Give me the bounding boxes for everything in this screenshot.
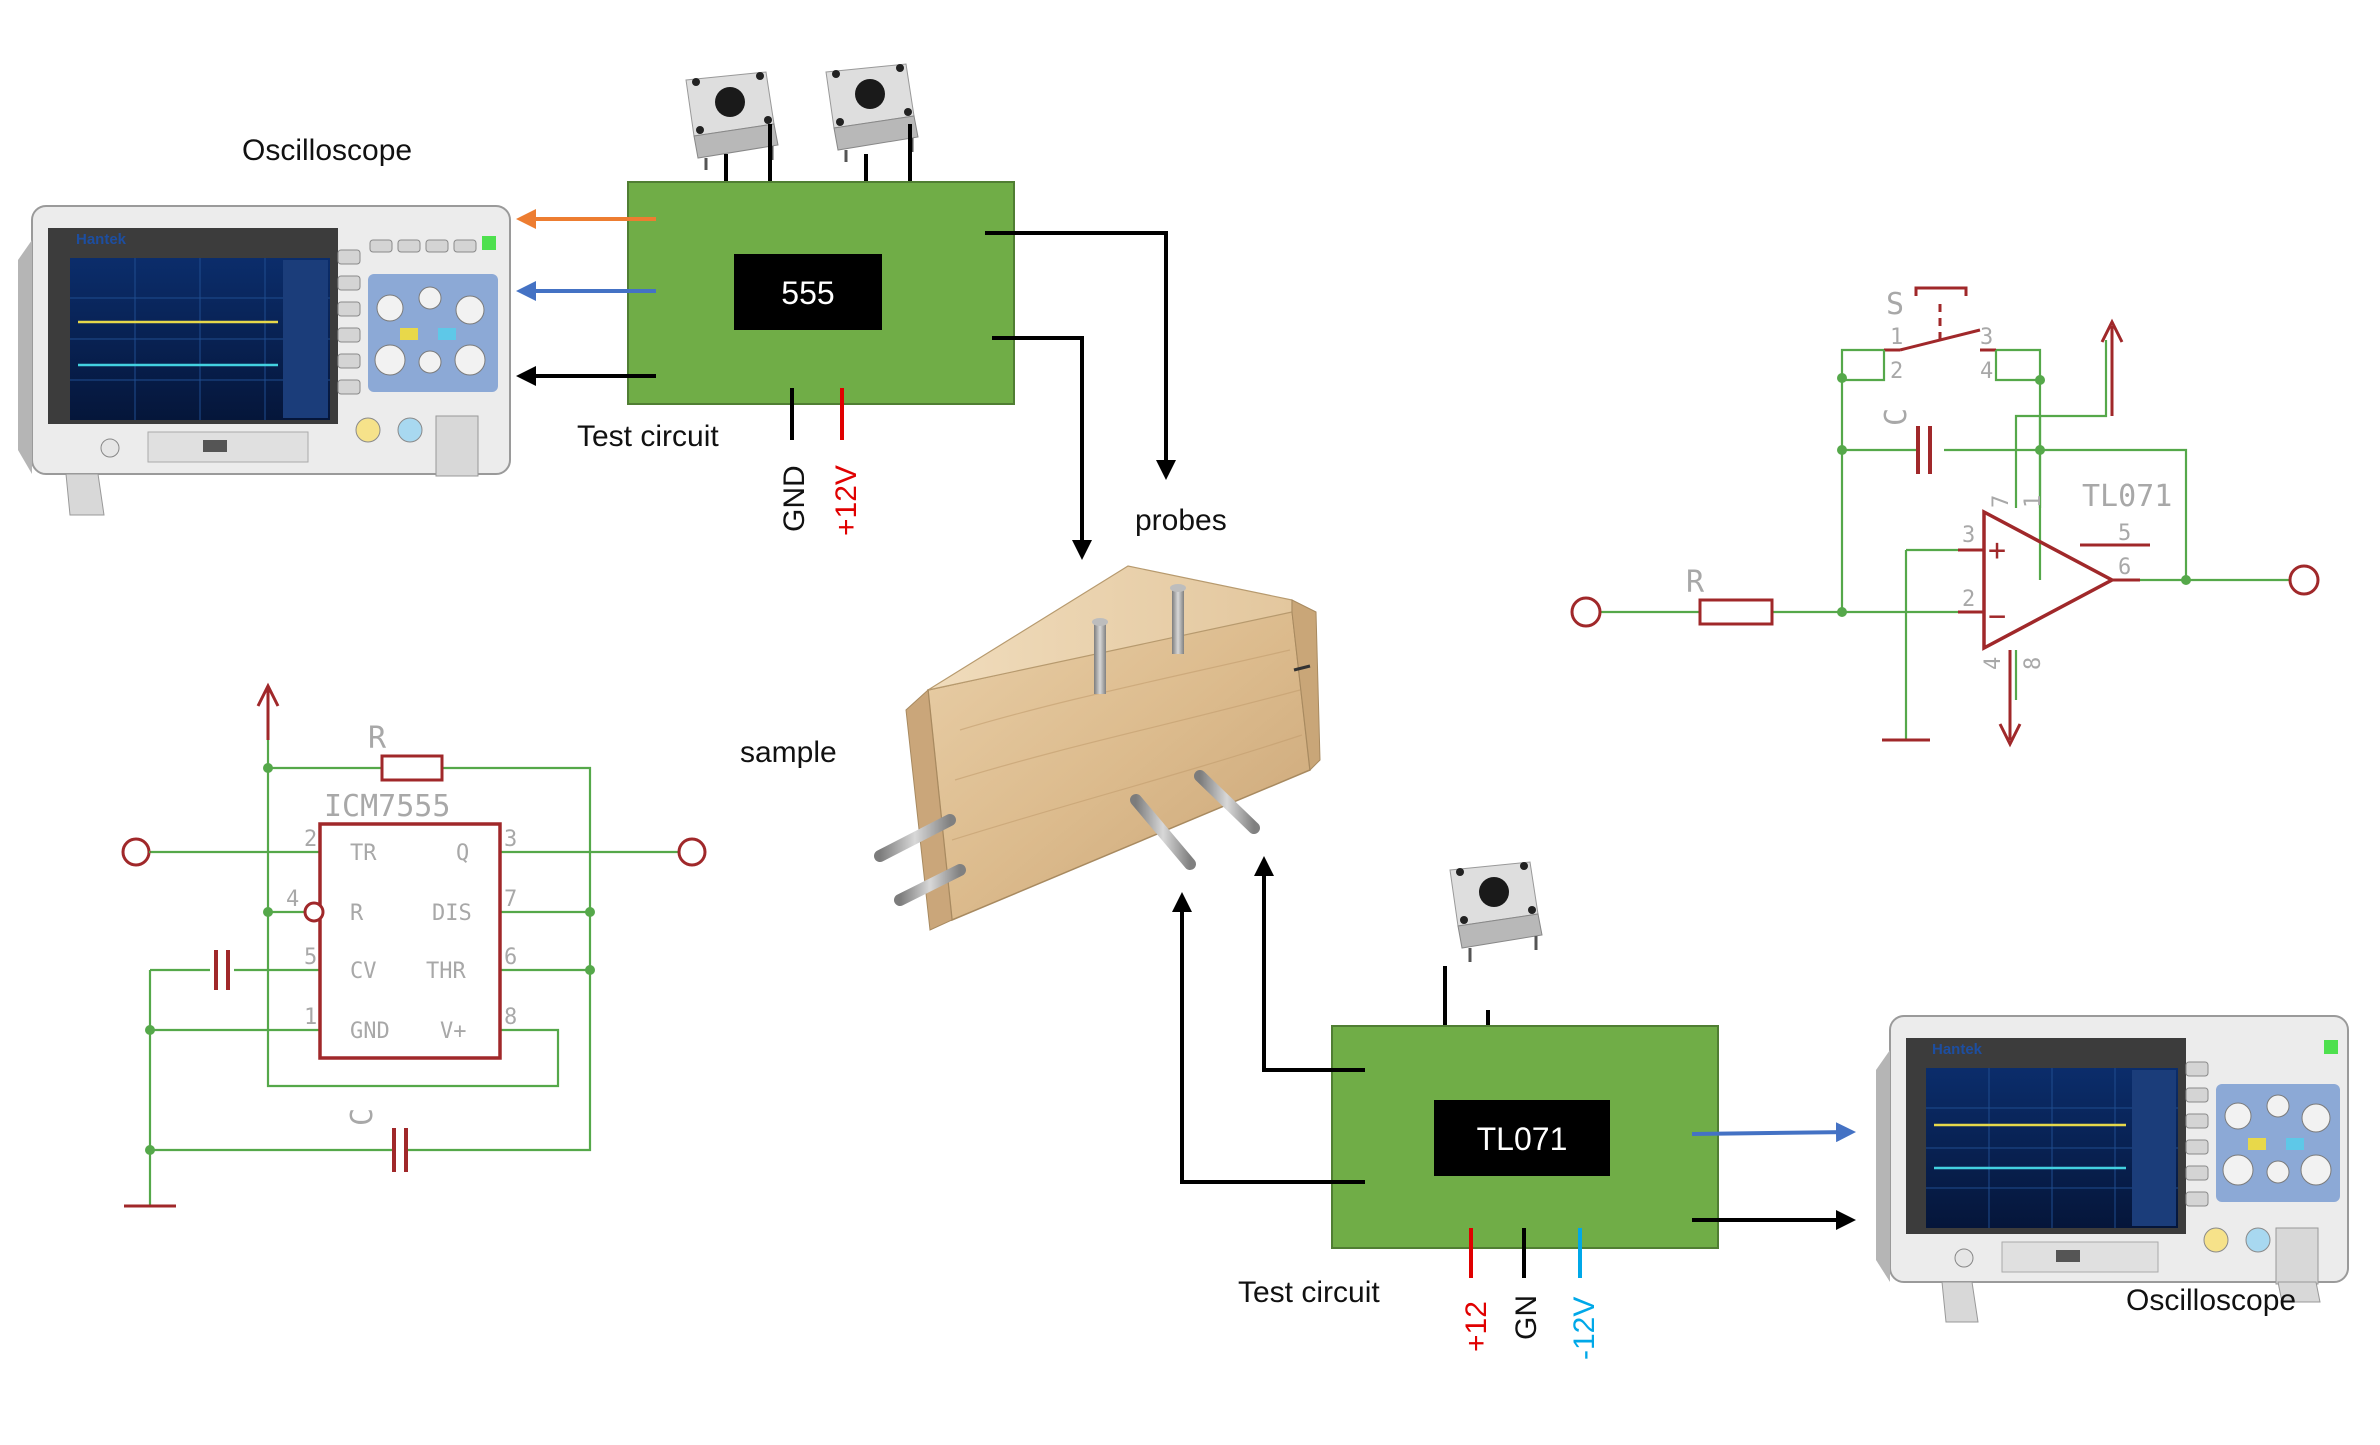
- pushbutton-3: [1449, 861, 1543, 962]
- schematic-tl071: S 1 2 3 4 C R + − TL071 3 2 7 1 5 6 4 8: [1570, 286, 2320, 748]
- opamp-minus: −: [1988, 599, 2006, 634]
- schematic-555-resistor: [380, 754, 444, 782]
- pin-name-vplus: V+: [440, 1019, 467, 1044]
- pin-num-1: 1: [304, 1005, 317, 1030]
- probe-arrow-1: [985, 231, 1176, 480]
- pin-num-3: 3: [504, 827, 517, 852]
- pin-name-cv: CV: [350, 959, 377, 984]
- pin-name-dis: DIS: [432, 901, 472, 926]
- chip-555: [734, 254, 882, 330]
- tl071-part-label: TL071: [2082, 479, 2172, 514]
- test-board-555: 555 GND +12V: [516, 63, 1176, 560]
- probe-arrow-2: [992, 336, 1092, 560]
- chip-tl071: [1434, 1100, 1610, 1176]
- label-sample: sample: [740, 736, 837, 769]
- opamp-pin-6: 6: [2118, 555, 2131, 580]
- pushbutton-2: [825, 63, 919, 162]
- opamp-pin-2: 2: [1962, 587, 1975, 612]
- pin-name-gnd: GND: [350, 1019, 390, 1044]
- label-oscilloscope-bottom: Oscilloscope: [2126, 1284, 2296, 1317]
- pin-num-6: 6: [504, 945, 517, 970]
- schematic-555-ic: [318, 822, 502, 1060]
- switch-pin-4: 4: [1980, 359, 1993, 384]
- schematic-555-resistor-label: R: [368, 721, 387, 756]
- scope-brand-bottom: Hantek: [1932, 1041, 1983, 1058]
- chip-555-label: 555: [781, 275, 834, 311]
- label-test-circuit-bottom: Test circuit: [1238, 1276, 1380, 1309]
- tl071-opamp: [1982, 509, 2116, 651]
- schematic-555-part-label: ICM7555: [324, 789, 450, 824]
- wood-sample: [874, 565, 1321, 931]
- opamp-pin-4: 4: [1981, 657, 2006, 670]
- schematic-icm7555: R C ICM7555 2 TR 4 R 5 CV 1 GND 3 Q 7 DI…: [121, 682, 707, 1208]
- pin-name-tr: TR: [350, 841, 377, 866]
- tl071-resistor: [1698, 598, 1774, 626]
- opamp-pin-3: 3: [1962, 523, 1975, 548]
- switch-pin-1: 1: [1890, 325, 1903, 350]
- switch-pin-2: 2: [1890, 359, 1903, 384]
- opamp-pin-5: 5: [2118, 521, 2131, 546]
- pin-name-r: R: [350, 901, 364, 926]
- power-label-12v-top: +12V: [830, 465, 863, 536]
- pin-name-q: Q: [456, 841, 469, 866]
- scope-brand: Hantek: [76, 231, 127, 248]
- pushbutton-1: [685, 71, 779, 170]
- output-arrow-blue: [1691, 1122, 1856, 1143]
- pin-num-4: 4: [286, 887, 299, 912]
- electrode-arrow-2: [1172, 892, 1365, 1184]
- power-label-gn-bottom: GN: [1510, 1295, 1543, 1340]
- oscilloscope-top: Hantek: [18, 205, 511, 516]
- oscilloscope-bottom: Hantek: [1876, 1015, 2349, 1323]
- opamp-pin-8: 8: [2021, 657, 2046, 670]
- pin-num-5: 5: [304, 945, 317, 970]
- power-label-12-bottom: +12: [1460, 1301, 1493, 1352]
- pin-name-thr: THR: [426, 959, 466, 984]
- tl071-resistor-label: R: [1686, 565, 1705, 600]
- tl071-capacitor-label: C: [1879, 408, 1914, 426]
- test-board-tl071: TL071 +12 GN -12V: [1172, 856, 1856, 1360]
- label-test-circuit-top: Test circuit: [577, 420, 719, 453]
- electrode-arrow-1: [1254, 856, 1365, 1072]
- power-label-neg12v-bottom: -12V: [1568, 1297, 1601, 1360]
- pin-num-7: 7: [504, 887, 517, 912]
- label-probes: probes: [1135, 504, 1227, 537]
- opamp-pin-7: 7: [1989, 495, 2014, 508]
- switch-label: S: [1886, 287, 1904, 322]
- label-oscilloscope-top: Oscilloscope: [242, 134, 412, 167]
- power-label-gnd-top: GND: [778, 465, 811, 532]
- pin-num-8: 8: [504, 1005, 517, 1030]
- opamp-plus: +: [1988, 533, 2006, 568]
- opamp-pin-1: 1: [2021, 495, 2046, 508]
- switch-pin-3: 3: [1980, 325, 1993, 350]
- schematic-555-capacitor-label: C: [345, 1108, 380, 1126]
- chip-tl071-label: TL071: [1477, 1121, 1568, 1157]
- pin-num-2: 2: [304, 827, 317, 852]
